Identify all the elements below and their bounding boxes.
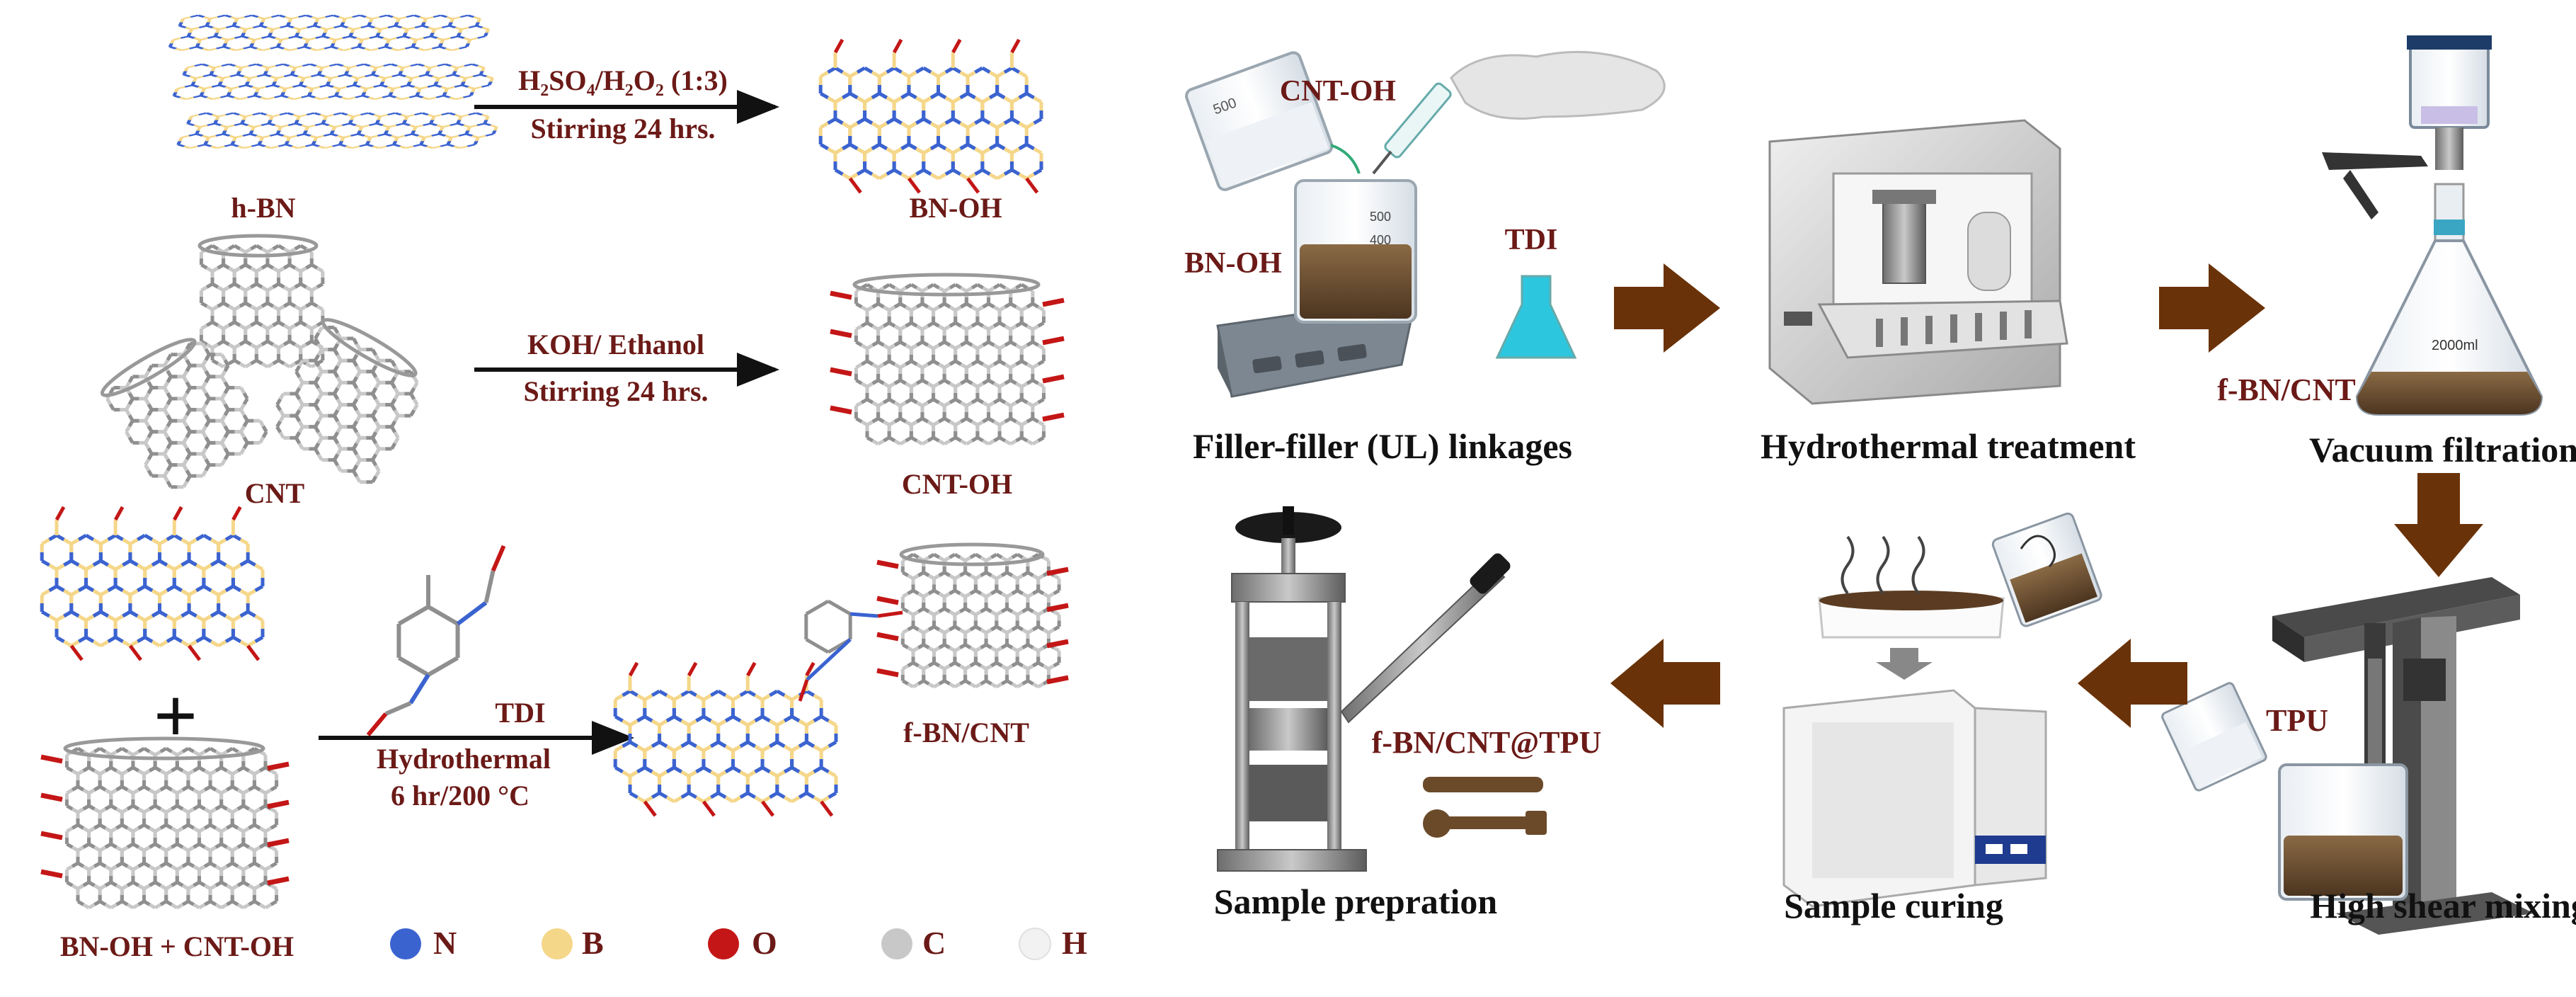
hot-press-illustration [1217,506,1511,872]
bnoh-tag: BN-OH [1184,247,1282,280]
pouring-beaker-icon: 500 [1185,51,1334,191]
flow-arrow-5 [1610,639,1720,728]
cntoh-reactant-icon [40,736,290,910]
step2-reagent-label: KOH/ Ethanol [527,329,704,360]
beaker-scale-400: 400 [1370,233,1391,247]
hbn-structure-icon [168,14,498,149]
step3-condition-label: Hydrothermal [377,743,551,775]
tdi-tag: TDI [1505,224,1558,256]
step2-condition-label: Stirring 24 hrs. [523,375,708,407]
flow-arrow-2 [2159,263,2265,353]
tdi-molecule-icon [366,545,506,736]
legend-n-marker [390,928,421,959]
legend-n-label: N [433,925,457,961]
fbncnt-product-icon [613,542,1069,817]
cntoh-tag: CNT-OH [1280,75,1396,108]
fbncnt-tag: f-BN/CNT [2217,372,2356,407]
composite-samples-illustration [1423,777,1547,838]
flask-scale: 2000ml [2432,338,2478,353]
cnt-structure-icon [100,234,419,489]
bnoh-label: BN-OH [909,192,1002,224]
legend-o-label: O [752,925,777,961]
flow-arrow-4 [2078,639,2187,728]
product-label: f-BN/CNT [903,717,1029,748]
cntoh-label: CNT-OH [902,468,1012,500]
filtration-setup-illustration: 2000ml [2322,35,2543,416]
flow-arrow-3 [2394,473,2483,577]
step-linkages-label: Filler-filler (UL) linkages [1193,426,1572,466]
cnt-label: CNT [245,477,305,509]
beaker-scale-500: 500 [1370,210,1391,224]
legend-o-marker [708,928,739,959]
hand-icon [1450,50,1666,120]
step-curing-label: Sample curing [1784,886,2003,925]
step1-reagent-label: H₂SO₄/H₂O₂ (1:3) [518,64,728,96]
mixing-setup-illustration: 500 500 400 [1185,50,1666,398]
legend-c-label: C [922,925,946,961]
bnoh-structure-icon [818,38,1043,194]
cntoh-structure-icon [830,273,1065,446]
legend-c-marker [881,928,912,959]
shear-mixer-illustration [2161,577,2534,935]
step-preparation-label: Sample prepration [1214,882,1498,921]
step-mixing-label: High shear mixing [2310,886,2576,925]
composite-tag: f-BN/CNT@TPU [1372,725,1601,760]
legend-b-marker [542,928,573,959]
syringe-icon [1372,82,1452,175]
legend-h-marker [1019,928,1051,960]
step-filtration-label: Vacuum filtration [2309,430,2576,469]
plus-sign: + [154,673,198,759]
step3-time-label: 6 hr/200 °C [391,780,529,811]
atom-legend: N B O C H [390,925,1087,961]
tdi-flask-icon [1495,275,1577,359]
step1-condition-label: Stirring 24 hrs. [530,113,715,144]
step3-reagent-label: TDI [495,697,545,729]
legend-b-label: B [582,925,604,961]
mix-label: BN-OH + CNT-OH [60,930,294,962]
flow-arrow-1 [1614,263,1720,353]
legend-h-label: H [1062,925,1087,961]
furnace-illustration [1768,119,2068,405]
tpu-tag: TPU [2266,703,2328,738]
hbn-label: h-BN [231,192,295,224]
bnoh-reactant-icon [40,506,265,661]
step-hydrothermal-label: Hydrothermal treatment [1761,426,2136,466]
curing-oven-illustration [1782,512,2102,908]
